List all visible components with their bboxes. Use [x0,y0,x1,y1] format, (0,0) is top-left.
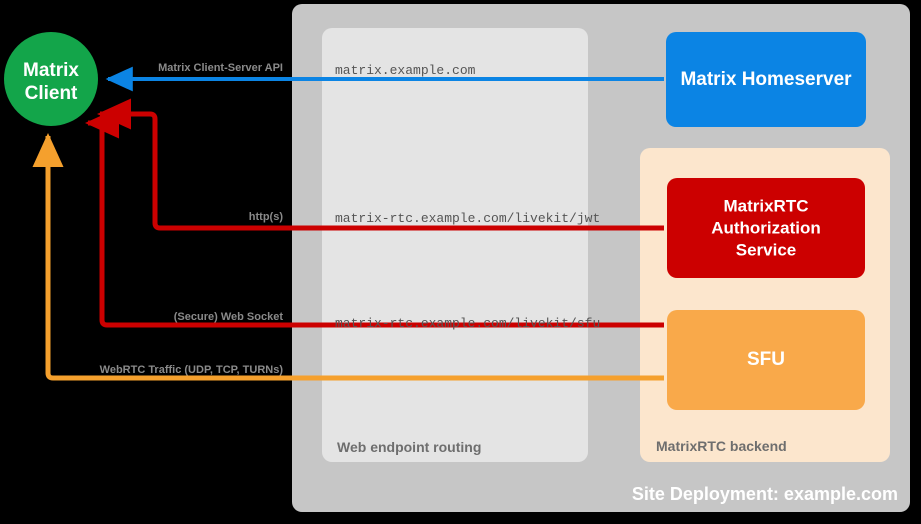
site-deployment-caption: Site Deployment: example.com [632,484,898,504]
node-authorization-service-label-line2: Authorization [711,218,821,237]
endpoint-livekit-sfu: matrix-rtc.example.com/livekit/sfu [335,316,600,331]
panel-web-endpoint-routing [322,28,588,462]
flow-matrix-client-server-api-label: Matrix Client-Server API [158,62,283,74]
node-matrix-client-label-line1: Matrix [23,60,79,81]
flow-https-label: http(s) [249,211,284,223]
node-matrix-client-label-line2: Client [25,83,78,104]
panel-web-endpoint-routing-caption: Web endpoint routing [337,439,481,455]
node-matrix-client[interactable] [4,32,98,126]
endpoint-livekit-jwt: matrix-rtc.example.com/livekit/jwt [335,211,600,226]
panel-matrixrtc-backend-caption: MatrixRTC backend [656,438,787,454]
flow-secure-web-socket-label: (Secure) Web Socket [174,311,284,323]
node-sfu-label: SFU [747,349,785,370]
flow-webrtc-traffic-line [32,132,664,381]
flow-webrtc-traffic-label: WebRTC Traffic (UDP, TCP, TURNs) [100,364,284,376]
node-authorization-service-label-line3: Service [736,240,797,259]
node-sfu[interactable] [667,310,865,410]
node-matrix-homeserver-label: Matrix Homeserver [680,69,852,90]
endpoint-matrix-example-com: matrix.example.com [335,63,476,78]
flow-https-line [96,98,664,231]
node-authorization-service-label-line1: MatrixRTC [723,196,808,215]
flow-secure-web-socket-line [84,107,664,328]
node-matrix-homeserver[interactable] [666,32,866,127]
node-matrixrtc-authorization-service[interactable] [667,178,865,278]
